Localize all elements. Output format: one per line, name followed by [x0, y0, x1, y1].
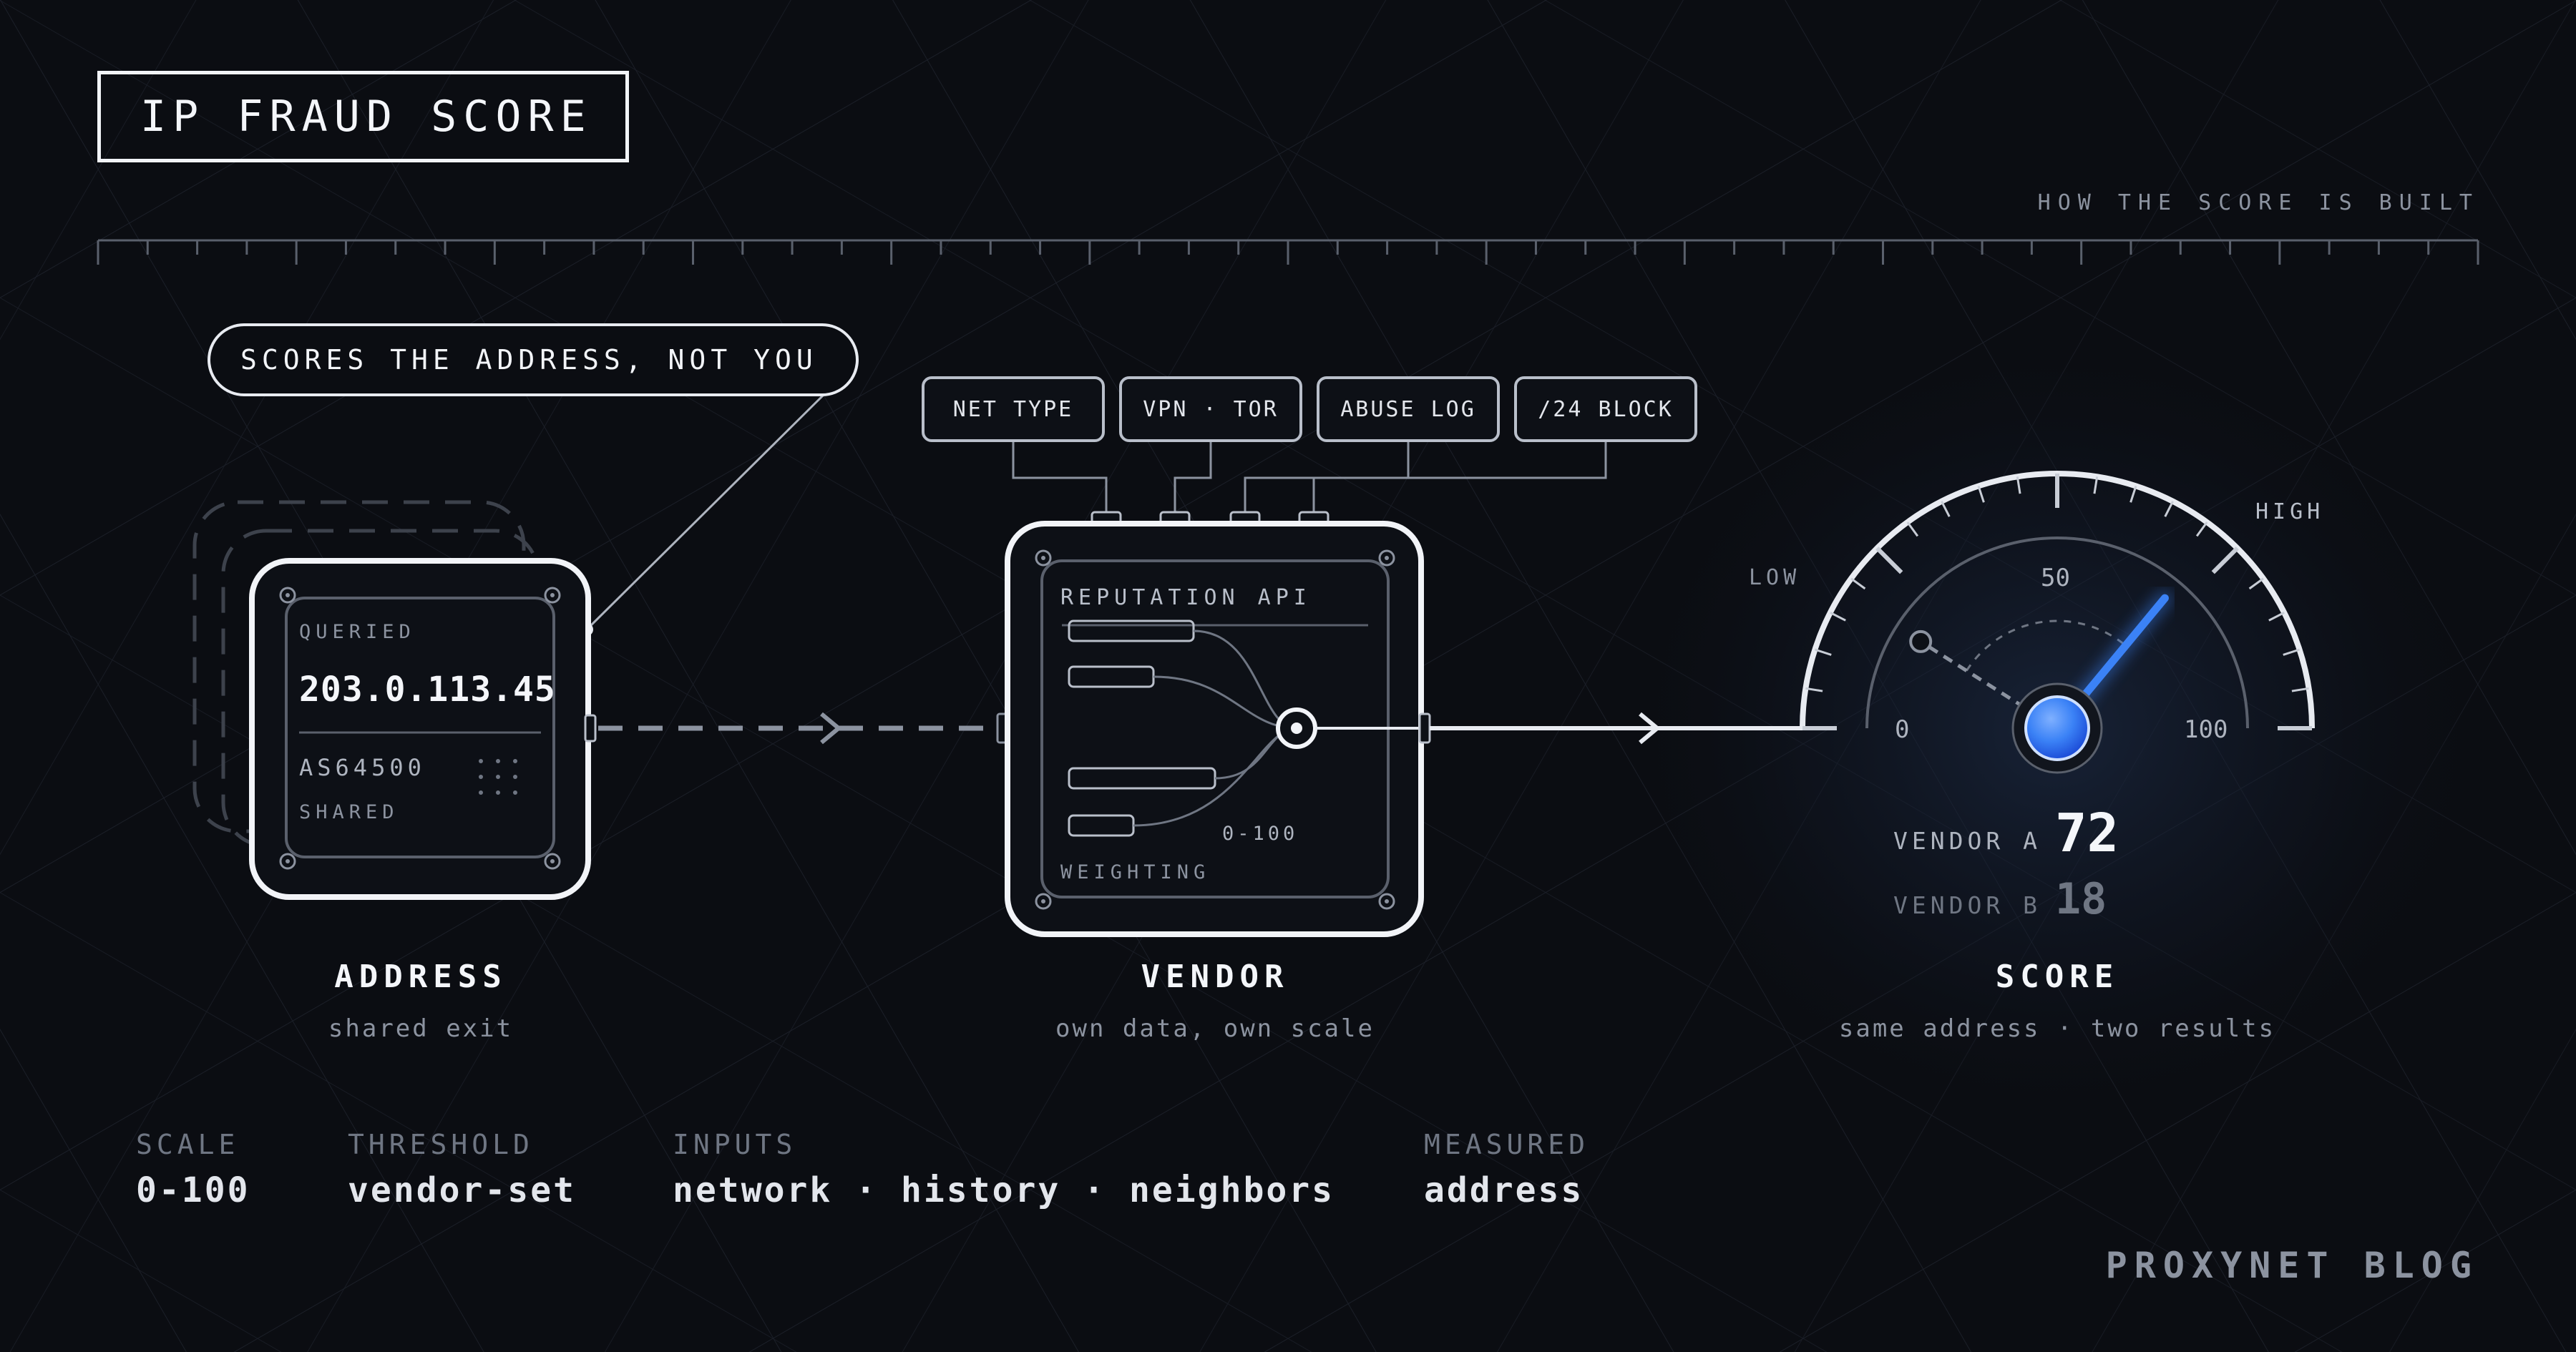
address-card-label: QUERIED — [299, 621, 416, 643]
vendor-a-score: 72 — [2055, 803, 2119, 864]
gauge-range-arc — [1966, 619, 2127, 672]
ruler — [97, 239, 2479, 265]
meta-value-measured: address — [1424, 1170, 1584, 1210]
gauge-tick — [2283, 648, 2301, 656]
vendor-b-score: 18 — [2055, 874, 2107, 924]
ip-address: 203.0.113.45 — [299, 670, 556, 710]
gauge-tick — [2129, 485, 2137, 503]
meta-key-measured: MEASURED — [1424, 1129, 1590, 1160]
gauge-tick-50: 50 — [2041, 564, 2070, 592]
score-gauge — [1800, 471, 2315, 774]
meta-key-inputs: INPUTS — [673, 1129, 797, 1160]
gauge-tick — [2164, 501, 2174, 517]
gauge-inner-arc — [1865, 537, 2249, 729]
gauge-tick — [1830, 612, 1846, 622]
asn-number: AS64500 — [299, 754, 426, 781]
gauge-tick — [1977, 485, 1985, 503]
vendor-a-label: VENDOR A — [1893, 827, 2041, 855]
gauge-tick-0: 0 — [1895, 715, 1910, 744]
callout-bubble: SCORES THE ADDRESS, NOT YOU — [208, 323, 859, 396]
brand-logo: PROXYNET BLOG — [2105, 1245, 2479, 1286]
input-chip-net-type: NET TYPE — [922, 376, 1105, 442]
address-card — [192, 500, 597, 900]
gauge-tick — [2211, 547, 2239, 574]
gauge-tick — [2291, 687, 2309, 692]
node-title-address: ADDRESS — [334, 959, 507, 995]
shared-tag: SHARED — [299, 801, 399, 823]
gauge-tick-100: 100 — [2184, 715, 2228, 744]
vendor-card — [1005, 521, 1431, 937]
gauge-hub — [2024, 695, 2090, 761]
gauge-tick — [1941, 501, 1951, 517]
gauge-high-label: HIGH — [2255, 499, 2325, 524]
input-chip-abuse-log: ABUSE LOG — [1317, 376, 1500, 442]
meta-key-threshold: THRESHOLD — [348, 1129, 534, 1160]
gauge-tick — [2268, 612, 2285, 622]
node-subtitle-score: same address · two results — [1838, 1014, 2276, 1043]
input-chip-vpn-tor: VPN · TOR — [1119, 376, 1302, 442]
gauge-low-label: LOW — [1749, 565, 1801, 590]
meta-value-inputs: network · history · neighbors — [673, 1170, 1335, 1210]
node-subtitle-address: shared exit — [328, 1014, 514, 1043]
meta-value-threshold: vendor-set — [348, 1170, 576, 1210]
input-chip-24-block: /24 BLOCK — [1514, 376, 1697, 442]
gauge-tick — [2093, 476, 2099, 494]
gauge-tick — [1850, 577, 1866, 590]
vendor-scale-range: 0-100 — [1222, 823, 1299, 845]
gauge-needle — [2067, 594, 2169, 716]
gauge-tick — [1805, 687, 1823, 692]
vendor-b-label: VENDOR B — [1893, 891, 2041, 919]
gauge-ghost-tip — [1909, 630, 1933, 653]
gauge-tick — [1814, 648, 1832, 656]
node-title-vendor: VENDOR — [1141, 959, 1289, 995]
page-title: IP FRAUD SCORE — [97, 71, 629, 162]
input-wires — [1012, 442, 1607, 514]
gauge-tick — [2016, 476, 2021, 494]
callout-leader — [585, 394, 824, 631]
meta-key-scale: SCALE — [136, 1129, 240, 1160]
section-kicker: HOW THE SCORE IS BUILT — [2037, 190, 2479, 215]
meta-value-scale: 0-100 — [136, 1170, 250, 1210]
node-title-score: SCORE — [1995, 959, 2119, 995]
connector-vendor-score — [1430, 712, 1806, 745]
weighting-label: WEIGHTING — [1060, 861, 1211, 883]
gauge-tick — [1906, 521, 1919, 537]
gauge-tick — [1875, 547, 1903, 574]
vendor-card-label: REPUTATION API — [1060, 585, 1312, 610]
gauge-tick — [2248, 577, 2264, 590]
gauge-tick — [2195, 521, 2208, 537]
node-subtitle-vendor: own data, own scale — [1055, 1014, 1375, 1043]
